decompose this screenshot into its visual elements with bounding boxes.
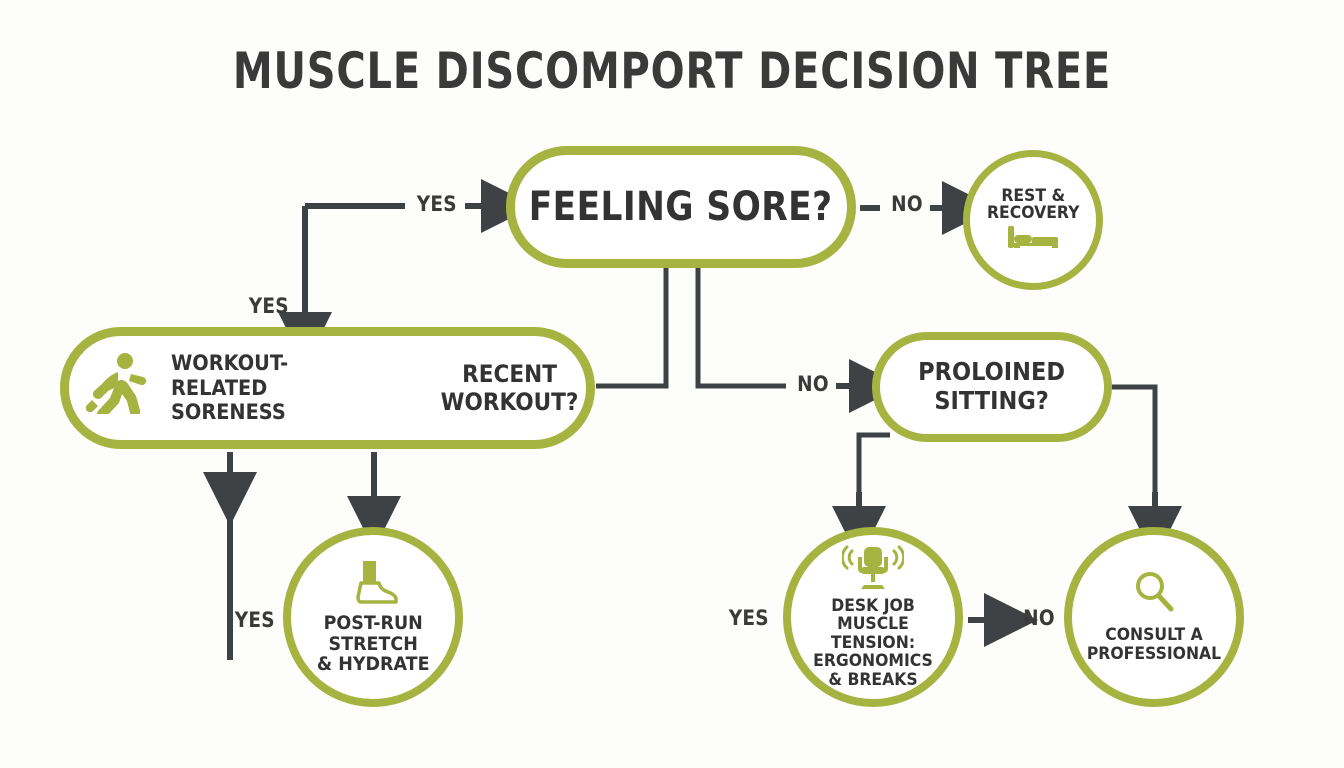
node-post-run-label: POST-RUN STRETCH & HYDRATE [316, 611, 430, 676]
edge-label-no-to-sitting: NO [797, 372, 829, 396]
node-workout-related-soreness[interactable]: WORKOUT-RELATED SORENESS RECENT WORKOUT? [60, 327, 595, 449]
node-workout-soreness-label: WORKOUT-RELATED SORENESS [171, 350, 289, 425]
node-desk-job-label: DESK JOB MUSCLE TENSION: ERGONOMICS & BR… [813, 596, 933, 690]
node-prolonged-sitting-label: PROLOINED SITTING? [918, 357, 1066, 415]
edge-label-yes-to-desk-job: YES [728, 606, 769, 630]
node-consult-professional[interactable]: CONSULT A PROFESSIONAL [1064, 527, 1244, 707]
office-chair-icon [840, 545, 906, 591]
edge-yes-to-feeling-sore [278, 179, 535, 366]
runner-icon [85, 352, 147, 419]
node-rest-recovery[interactable]: REST & RECOVERY [963, 150, 1103, 290]
edge-sitting-to-consult [1112, 384, 1182, 560]
edge-label-no-to-desk-job: NO [1023, 606, 1055, 630]
edge-feeling-sore-to-recent-workout [596, 268, 669, 389]
node-recent-workout-label: RECENT WORKOUT? [440, 359, 579, 416]
node-prolonged-sitting[interactable]: PROLOINED SITTING? [872, 332, 1112, 442]
page-title: MUSCLE DISCOMPORT DECISION TREE [232, 42, 1112, 100]
node-consult-label: CONSULT A PROFESSIONAL [1086, 625, 1222, 664]
bed-icon [1006, 224, 1060, 250]
node-desk-job[interactable]: DESK JOB MUSCLE TENSION: ERGONOMICS & BR… [783, 527, 963, 707]
edge-sitting-to-desk-job [832, 432, 890, 560]
node-rest-recovery-label: REST & RECOVERY [986, 185, 1080, 223]
magnifier-icon [1132, 570, 1176, 614]
leg-shoe-icon [346, 559, 400, 607]
edge-feeling-sore-to-prolonged-sitting [695, 268, 903, 413]
edge-label-yes-to-feeling-sore: YES [416, 192, 457, 216]
node-feeling-sore[interactable]: FEELING SORE? [506, 146, 856, 268]
edge-label-yes-down-to-workout: YES [248, 294, 289, 318]
node-post-run[interactable]: POST-RUN STRETCH & HYDRATE [283, 527, 463, 707]
edge-label-yes-back-to-workout: YES [234, 608, 275, 632]
edge-label-no-to-rest-recovery: NO [891, 192, 923, 216]
node-feeling-sore-label: FEELING SORE? [529, 184, 833, 230]
